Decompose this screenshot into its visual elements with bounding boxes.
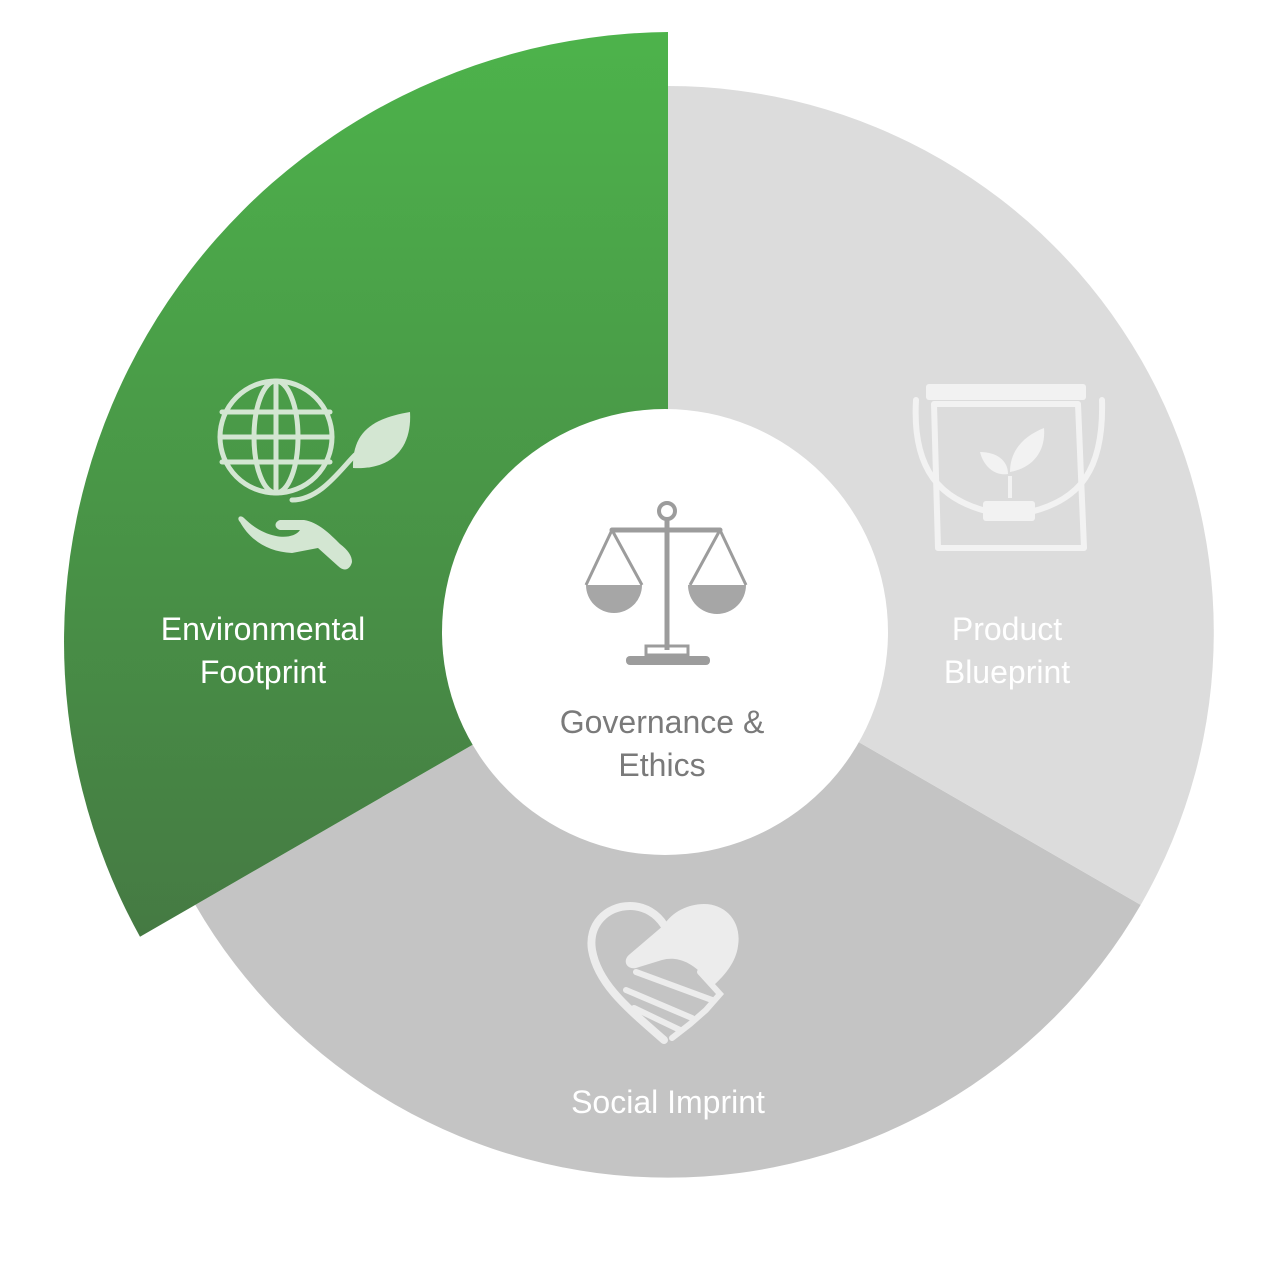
- product-label-line1: Product: [952, 611, 1062, 647]
- heart-handshake-icon: [587, 902, 739, 1044]
- social-imprint-segment[interactable]: [195, 632, 1141, 1178]
- leaf-shape: [352, 412, 411, 469]
- balance-scale-icon: [584, 501, 748, 665]
- open-hand-shape: [238, 516, 352, 570]
- bucket-sprout-icon: [912, 384, 1106, 551]
- social-label: Social Imprint: [571, 1084, 765, 1120]
- governance-label-line2: Ethics: [618, 747, 705, 783]
- governance-label-line1: Governance &: [560, 704, 765, 740]
- globe-leaf-hand-icon: [217, 378, 358, 503]
- product-label-line2: Blueprint: [944, 654, 1070, 690]
- environmental-label-line2: Footprint: [200, 654, 326, 690]
- environmental-label-line1: Environmental: [161, 611, 366, 647]
